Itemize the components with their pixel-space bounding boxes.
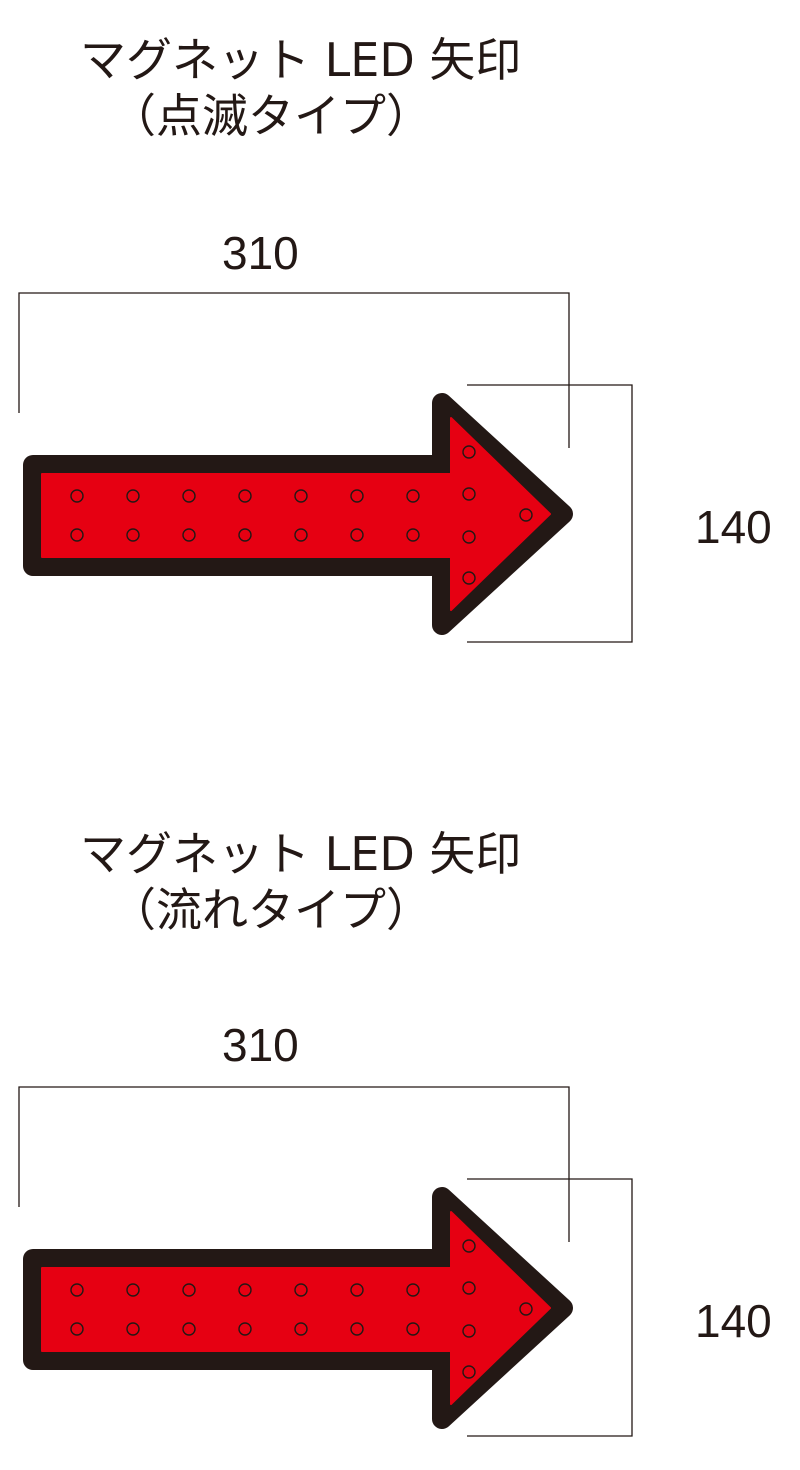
section-1-head-led <box>462 530 476 544</box>
section-1-led <box>70 489 84 503</box>
section-1-led <box>182 528 196 542</box>
section-1-led <box>294 489 308 503</box>
section-2-led <box>406 1283 420 1297</box>
section-1-title-line1: マグネット LED 矢印 <box>80 33 522 87</box>
section-1-led <box>406 489 420 503</box>
section-1-led <box>126 528 140 542</box>
section-2-height-label: 140 <box>695 1295 772 1347</box>
section-2-led <box>182 1283 196 1297</box>
section-1-height-label: 140 <box>695 501 772 553</box>
section-1-width-dimension-line <box>18 292 570 448</box>
section-2-led <box>294 1322 308 1336</box>
section-1-led <box>70 528 84 542</box>
section-2-head-led <box>462 1365 476 1379</box>
section-2-led <box>70 1283 84 1297</box>
section-1-width-label: 310 <box>222 227 299 279</box>
section-1-head-led <box>462 445 476 459</box>
section-2-title: マグネット LED 矢印 （流れタイプ） <box>80 826 521 938</box>
section-2-led <box>126 1322 140 1336</box>
section-2-led <box>294 1283 308 1297</box>
section-2-head-led <box>462 1239 476 1253</box>
section-2-width-label: 310 <box>222 1019 299 1071</box>
section-1-led <box>182 489 196 503</box>
section-2-title-line2: （流れタイプ） <box>110 883 432 937</box>
section-1-led <box>238 528 252 542</box>
section-2-led <box>126 1283 140 1297</box>
section-1-title: マグネット LED 矢印 （点滅タイプ） <box>80 32 521 144</box>
section-2-head-led <box>519 1302 533 1316</box>
section-1-arrow-fill <box>41 417 551 611</box>
section-1-title-line2: （点滅タイプ） <box>110 89 432 143</box>
section-1-head-led <box>462 487 476 501</box>
section-1-head-led <box>462 571 476 585</box>
section-1-led <box>350 528 364 542</box>
section-2-led <box>238 1322 252 1336</box>
section-1-led <box>294 528 308 542</box>
section-1-head-led <box>519 508 533 522</box>
section-2-led <box>182 1322 196 1336</box>
section-2-led <box>238 1283 252 1297</box>
section-1-led <box>126 489 140 503</box>
section-2-led <box>350 1322 364 1336</box>
section-1-led <box>350 489 364 503</box>
section-2-arrow-diagram <box>18 1086 633 1437</box>
section-2-led <box>350 1283 364 1297</box>
section-2-led <box>406 1322 420 1336</box>
section-2-height-dimension-line <box>467 1178 633 1437</box>
section-2-head-led <box>462 1324 476 1338</box>
section-2-arrow-fill <box>41 1211 551 1405</box>
section-2-title-line1: マグネット LED 矢印 <box>80 827 522 881</box>
section-2-width-dimension-line <box>18 1086 570 1242</box>
section-1-arrow-diagram <box>18 292 633 643</box>
section-1-led <box>406 528 420 542</box>
section-2-head-led <box>462 1281 476 1295</box>
section-1-led <box>238 489 252 503</box>
section-1-height-dimension-line <box>467 384 633 643</box>
section-2-led <box>70 1322 84 1336</box>
